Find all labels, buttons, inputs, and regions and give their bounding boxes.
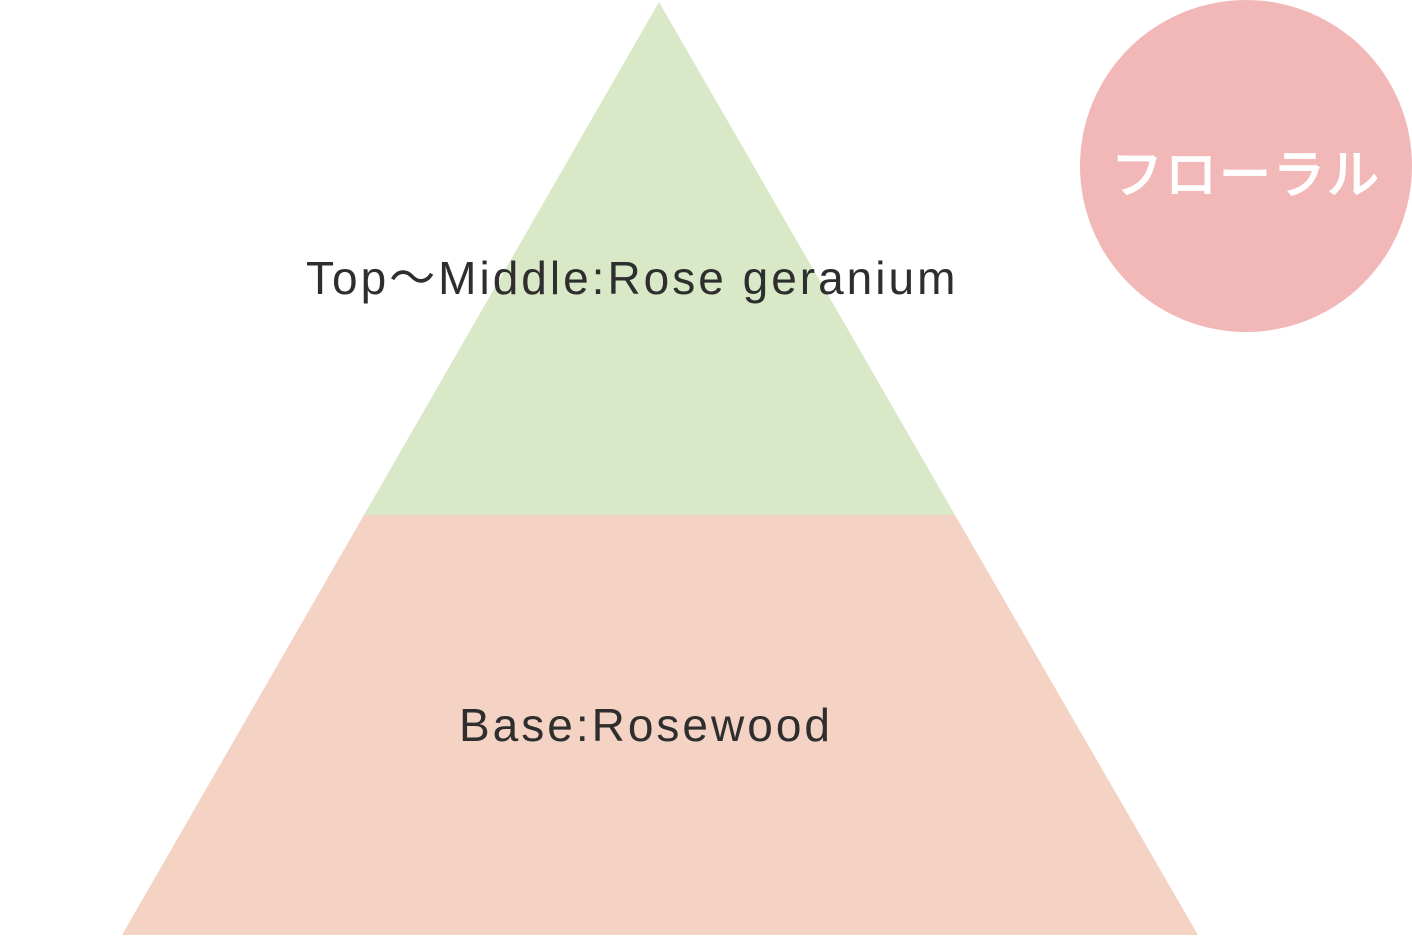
top-middle-note-label: Top～Middle:Rose geranium: [306, 252, 959, 304]
pyramid-tier-top-middle: [364, 2, 955, 515]
category-badge-label: フローラル: [1110, 145, 1381, 206]
base-note-label: Base:Rosewood: [459, 699, 833, 751]
category-badge: フローラル: [1080, 0, 1412, 332]
pyramid-tier-base: [122, 515, 1198, 935]
